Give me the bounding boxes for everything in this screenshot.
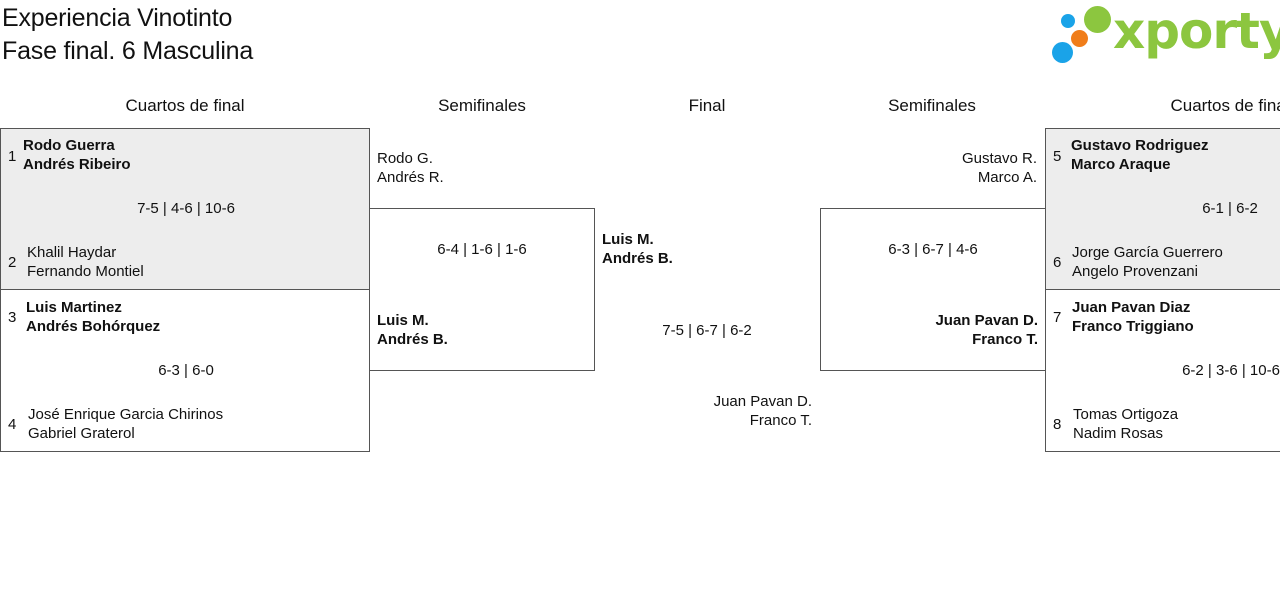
round-title-left-quarters: Cuartos de final (125, 96, 245, 115)
match-score: 7-5 | 4-6 | 10-6 (137, 200, 235, 217)
seed-number: 5 (1053, 148, 1062, 165)
player-name: Franco Triggiano (1072, 318, 1194, 335)
round-title-right-quarters: Cuartos de final (1170, 96, 1280, 115)
player-name: Juan Pavan Diaz (1072, 299, 1191, 316)
player-name: Juan Pavan D. (935, 312, 1038, 329)
player-name: Andrés B. (377, 331, 448, 348)
logo-dot-blue-large (1052, 42, 1073, 63)
match-box-right-qf-1: 5 Gustavo Rodriguez Marco Araque 6-1 | 6… (1045, 128, 1280, 290)
player-name: Luis M. (377, 312, 429, 329)
seed-number: 8 (1053, 416, 1062, 433)
player-name: Marco A. (977, 169, 1037, 186)
player-name: Luis M. (602, 231, 654, 248)
match-box-right-semi: 6-3 | 6-7 | 4-6 Juan Pavan D. Franco T. (820, 208, 1046, 371)
player-name: Andrés Bohórquez (26, 318, 161, 335)
xporty-logo: xporty (1050, 2, 1280, 68)
player-name: Fernando Montiel (27, 263, 144, 280)
player-name: Gustavo R. (961, 150, 1037, 167)
seed-number: 1 (8, 148, 17, 165)
match-score: 6-3 | 6-7 | 4-6 (888, 241, 978, 258)
logo-dot-blue-small (1061, 14, 1075, 28)
player-name: Rodo G. (377, 150, 433, 167)
match-score: 6-1 | 6-2 (1202, 200, 1258, 217)
seed-number: 7 (1053, 309, 1062, 326)
round-title-right-semis: Semifinales (888, 96, 976, 115)
player-name: Andrés B. (602, 250, 673, 267)
round-title-left-semis: Semifinales (438, 96, 526, 115)
seed-number: 3 (8, 309, 17, 326)
player-name: Jorge García Guerrero (1072, 244, 1223, 261)
player-name: Tomas Ortigoza (1073, 406, 1179, 423)
match-score-final: 7-5 | 6-7 | 6-2 (662, 322, 752, 339)
player-name: Angelo Provenzani (1072, 263, 1198, 280)
player-name: Khalil Haydar (27, 244, 117, 261)
match-score: 6-2 | 3-6 | 10-6 (1182, 362, 1280, 379)
player-name: Juan Pavan D. (713, 393, 812, 410)
match-box-right-qf-2: 7 Juan Pavan Diaz Franco Triggiano 6-2 |… (1045, 289, 1280, 452)
player-name: Rodo Guerra (23, 137, 115, 154)
title-line-1: Experiencia Vinotinto (2, 4, 233, 32)
page-title: Experiencia Vinotinto Fase final. 6 Masc… (2, 2, 253, 68)
title-line-2: Fase final. 6 Masculina (2, 37, 254, 65)
round-title-final: Final (688, 96, 726, 115)
player-name: Nadim Rosas (1073, 425, 1164, 442)
player-name: Andrés R. (377, 169, 444, 186)
match-box-left-qf-2: 3 Luis Martinez Andrés Bohórquez 6-3 | 6… (0, 289, 370, 452)
logo-dot-orange (1071, 30, 1088, 47)
player-name: Marco Araque (1071, 156, 1171, 173)
seed-number: 6 (1053, 254, 1062, 271)
match-score: 6-4 | 1-6 | 1-6 (437, 241, 527, 258)
player-name: Luis Martinez (26, 299, 122, 316)
player-name: Franco T. (972, 331, 1038, 348)
match-box-left-qf-1: 1 Rodo Guerra Andrés Ribeiro 7-5 | 4-6 |… (0, 128, 370, 290)
match-box-left-semi: 6-4 | 1-6 | 1-6 Luis M. Andrés B. (369, 208, 595, 371)
player-name: Andrés Ribeiro (23, 156, 131, 173)
logo-dot-green (1084, 6, 1111, 33)
seed-number: 2 (8, 254, 17, 271)
player-name: José Enrique Garcia Chirinos (28, 406, 224, 423)
seed-number: 4 (8, 416, 17, 433)
player-name: Gustavo Rodriguez (1071, 137, 1209, 154)
logo-text: xporty (1113, 2, 1280, 60)
player-name: Franco T. (749, 412, 812, 429)
player-name: Gabriel Graterol (28, 425, 135, 442)
match-score: 6-3 | 6-0 (158, 362, 214, 379)
